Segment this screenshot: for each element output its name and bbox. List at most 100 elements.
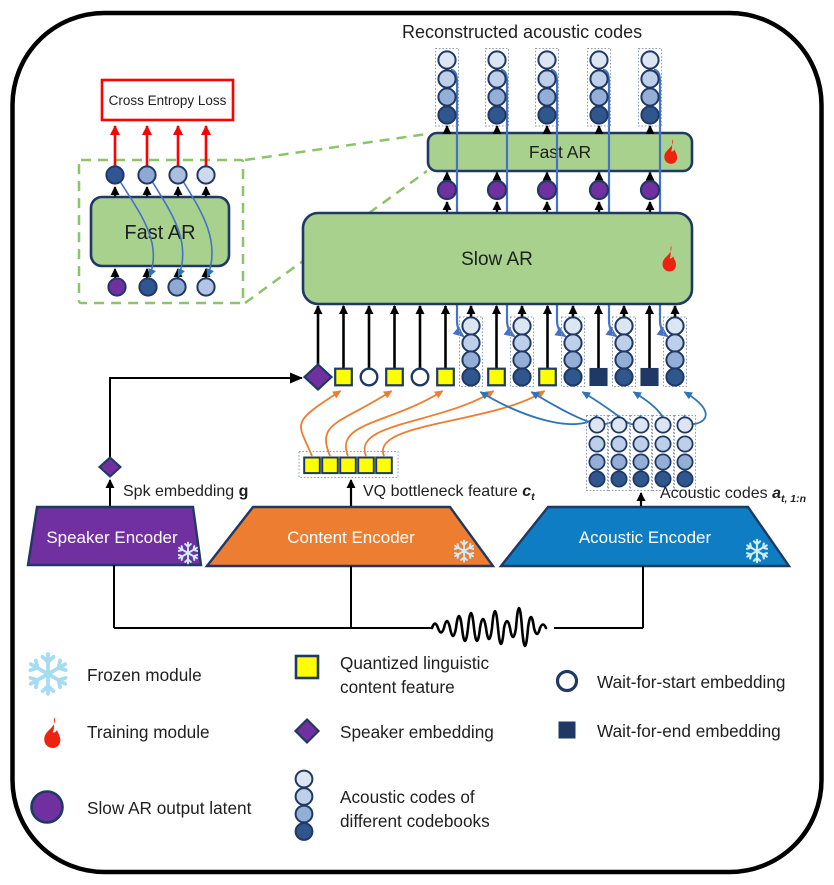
token-acoustic-code bbox=[512, 333, 532, 353]
legend-codes-line2: different codebooks bbox=[340, 811, 490, 831]
acoustic-codes-label: Acoustic codes at, 1:n bbox=[660, 485, 806, 505]
legend-training-label: Training module bbox=[87, 722, 210, 742]
acoustic-code-circle bbox=[487, 105, 507, 125]
token-acoustic-code bbox=[665, 350, 685, 370]
token-acoustic-code bbox=[563, 333, 583, 353]
inset-fast-ar-box bbox=[89, 195, 231, 268]
code-stack-outline bbox=[435, 48, 459, 127]
cross-entropy-label: Cross Entropy Loss bbox=[109, 93, 227, 108]
fire-icon bbox=[44, 717, 61, 748]
codes-grid-circle bbox=[610, 435, 628, 453]
inset-output-token bbox=[168, 165, 188, 185]
acoustic-code-circle bbox=[640, 69, 660, 89]
acoustic-code-circle bbox=[640, 105, 660, 125]
codes-grid-column-outline bbox=[608, 415, 630, 491]
acoustic-code-circle bbox=[589, 87, 609, 107]
legend-wait-end-label: Wait-for-end embedding bbox=[597, 721, 781, 741]
token-wait-for-end bbox=[640, 367, 659, 387]
codes-grid-circle bbox=[676, 453, 694, 471]
token-acoustic-code bbox=[512, 367, 532, 387]
codes-grid-circle bbox=[610, 416, 628, 434]
codes-grid-circle bbox=[676, 435, 694, 453]
acoustic-code-circle bbox=[537, 105, 557, 125]
slow-ar-latents-layer bbox=[436, 171, 661, 214]
legend-code-circle bbox=[294, 822, 314, 841]
legend-code-circle bbox=[294, 769, 314, 789]
codes-grid-circle bbox=[588, 435, 606, 453]
inset-fast-ar-label: Fast AR bbox=[124, 222, 195, 244]
wait-for-start-icon bbox=[555, 669, 579, 693]
fast-ar-box bbox=[426, 131, 694, 173]
acoustic-code-circle bbox=[640, 87, 660, 107]
inset-connector-top bbox=[244, 132, 428, 162]
codes-grid-column-outline bbox=[630, 415, 652, 491]
slow-ar-latent bbox=[588, 179, 610, 201]
vq-feature-square bbox=[321, 456, 339, 475]
codes-grid-circle bbox=[588, 470, 606, 488]
codes-grid-circle bbox=[676, 416, 694, 434]
token-acoustic-code bbox=[461, 333, 481, 353]
inset-input-token bbox=[196, 277, 216, 297]
token-acoustic-code bbox=[512, 316, 532, 336]
figure-title: Reconstructed acoustic codes bbox=[402, 22, 642, 42]
content-encoder-box bbox=[204, 505, 496, 568]
vq-feature-square bbox=[357, 456, 375, 475]
vq-routing-curve bbox=[382, 390, 546, 457]
token-quantized-feature bbox=[538, 367, 557, 387]
inset-input-token bbox=[107, 277, 127, 297]
acoustic-code-circle bbox=[437, 69, 457, 89]
content-encoder-label: Content Encoder bbox=[287, 528, 415, 547]
acoustic-code-circle bbox=[437, 105, 457, 125]
token-acoustic-code bbox=[665, 316, 685, 336]
legend-slow-latent-label: Slow AR output latent bbox=[87, 798, 252, 818]
token-acoustic-code bbox=[461, 367, 481, 387]
token-acoustic-code bbox=[614, 333, 634, 353]
vq-feature-square bbox=[339, 456, 357, 475]
slow-ar-box bbox=[301, 211, 694, 306]
codes-grid-column-outline bbox=[586, 415, 608, 491]
inset-output-token bbox=[137, 165, 157, 185]
acoustic-code-circle bbox=[589, 69, 609, 89]
vq-feature-layer bbox=[298, 451, 399, 478]
token-acoustic-code bbox=[614, 316, 634, 336]
acoustic-code-circle bbox=[537, 69, 557, 89]
code-feedback-line bbox=[653, 68, 669, 338]
vq-routing-curve bbox=[300, 390, 342, 457]
legend-quantized-line1: Quantized linguistic bbox=[340, 653, 489, 673]
acoustic-code-circle bbox=[589, 50, 609, 70]
vq-feature-label: VQ bottleneck feature ct bbox=[363, 483, 535, 503]
cross-entropy-box bbox=[100, 78, 235, 122]
token-quantized-feature bbox=[436, 367, 455, 387]
inset-output-token bbox=[196, 165, 216, 185]
acoustic-code-circle bbox=[487, 87, 507, 107]
token-acoustic-code bbox=[614, 350, 634, 370]
slow-ar-latent bbox=[486, 179, 508, 201]
codes-grid-circle bbox=[654, 470, 672, 488]
code-feedback-line bbox=[550, 68, 567, 338]
vq-feature-square bbox=[375, 456, 393, 475]
codes-grid-circle bbox=[588, 453, 606, 471]
code-feedback-line bbox=[602, 68, 618, 338]
spk-embedding-label: Spk embedding g bbox=[123, 483, 248, 500]
token-acoustic-code bbox=[665, 367, 685, 387]
codes-grid-circle bbox=[632, 470, 650, 488]
vq-feature-square bbox=[303, 456, 321, 475]
codes-grid-column-outline bbox=[652, 415, 674, 491]
legend-frozen-label: Frozen module bbox=[87, 665, 202, 685]
legend-speaker-embedding-label: Speaker embedding bbox=[340, 722, 494, 742]
acoustic-code-circle bbox=[537, 87, 557, 107]
token-quantized-feature bbox=[334, 367, 353, 387]
inset-connector-bottom bbox=[244, 169, 428, 305]
token-wait-for-start bbox=[410, 367, 430, 387]
acoustic-code-circle bbox=[487, 50, 507, 70]
codes-grid-circle bbox=[676, 470, 694, 488]
legend-wait-start-label: Wait-for-start embedding bbox=[597, 672, 786, 692]
codes-grid-circle bbox=[632, 435, 650, 453]
token-acoustic-code bbox=[461, 316, 481, 336]
acoustic-codes-grid-layer bbox=[586, 415, 696, 491]
codes-grid-circle bbox=[654, 416, 672, 434]
codes-grid-circle bbox=[632, 453, 650, 471]
acoustic-encoder-label: Acoustic Encoder bbox=[579, 528, 712, 547]
